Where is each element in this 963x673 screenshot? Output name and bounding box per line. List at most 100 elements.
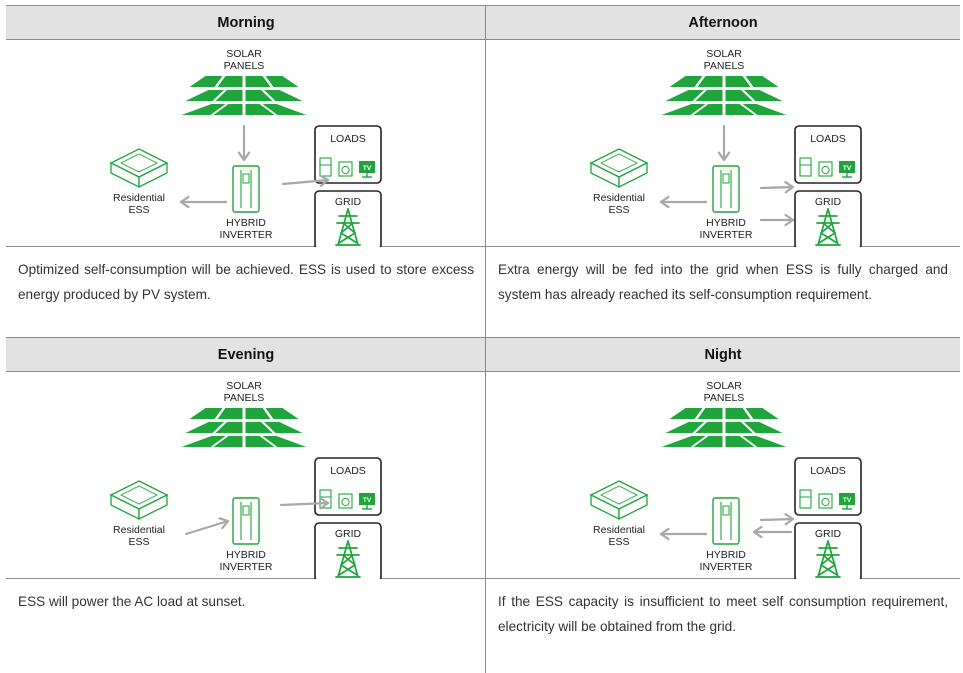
grid-label: GRID [815,528,842,540]
arrow-inverter-to-loads-head [784,181,795,194]
inverter-label-line1: HYBRID [706,549,746,561]
solar-cell [245,104,275,115]
tower-brace-d [338,564,356,576]
solar-cell [185,422,224,433]
tower-leg-left [817,208,829,246]
fridge-icon [799,489,812,509]
washing-machine-icon [338,493,353,509]
inverter-display [722,173,730,184]
inverter-body [712,165,740,213]
arrow-inverter-to-loads-shaft [279,501,330,507]
washing-machine-icon [338,161,353,177]
grid-label: GRID [815,196,842,208]
tower-brace-c [340,232,358,244]
hybrid-inverter-icon [232,497,260,545]
description-morning-text: Optimized self-consumption will be achie… [18,262,474,302]
inverter-label-line2: INVERTER [220,229,273,241]
tower-leg-left [337,540,349,578]
diagram-morning-svg: SOLARPANELSResidentialESSHYBRIDINVERTERL… [109,48,382,250]
tv-screen [359,161,375,173]
solar-cell [725,422,753,433]
solar-cell [245,90,273,101]
ess-label-line2: ESS [128,536,149,548]
transmission-tower-icon [815,208,841,246]
solar-label-line2: PANELS [704,60,745,72]
arrow-inverter-to-loads [759,513,795,526]
solar-cell [693,436,723,447]
grid-box: GRID [794,522,862,582]
header-evening: Evening [6,337,486,372]
ess-label-line2: ESS [128,204,149,216]
solar-cell [693,104,723,115]
residential-ess-icon [109,148,169,189]
solar-cell [661,436,706,447]
ess-right-face [138,161,168,189]
solar-cell [189,408,223,419]
arrow-solar-to-inverter-head [237,151,251,162]
arrow-solar-to-inverter-head [717,151,731,162]
tower-brace-a [822,554,836,566]
arrow-solar-to-inverter [237,124,251,162]
inverter-label-line2: INVERTER [220,561,273,573]
solar-label-line2: PANELS [704,392,745,404]
solar-label-line2: PANELS [224,392,265,404]
washing-machine-icon [818,161,833,177]
solar-cell [661,104,706,115]
arrow-ess-to-inverter-head [218,517,230,530]
description-evening: ESS will power the AC load at sunset. [6,579,486,673]
header-morning: Morning [6,5,486,40]
solar-cell [695,90,723,101]
inverter-display [242,505,250,516]
tv-label: TV [843,165,852,172]
tower-leg-right [347,540,359,578]
solar-cell [213,436,243,447]
ess-label-line1: Residential [113,524,165,536]
tower-brace-b [340,222,354,234]
solar-cell [745,76,779,87]
solar-cell [669,76,703,87]
solar-cell [725,436,755,447]
arrow-inverter-to-loads-head [319,497,330,510]
ess-label-line1: Residential [113,192,165,204]
tv-label: TV [363,497,372,504]
tower-brace-c [820,564,838,576]
solar-cell [725,90,753,101]
header-evening-label: Evening [217,346,275,363]
tv-screen [839,161,855,173]
inverter-label-line2: INVERTER [700,229,753,241]
arrow-inverter-to-loads [279,497,330,510]
residential-ess-icon [109,480,169,521]
washing-machine-icon [818,493,833,509]
arrow-inverter-to-ess-head [659,195,670,209]
solar-cell [665,90,704,101]
solar-cell [697,76,723,87]
arrow-inverter-to-grid [759,213,795,227]
tower-brace-c [340,564,358,576]
transmission-tower-icon [335,540,361,578]
tower-leg-left [817,540,829,578]
loads-label: LOADS [810,133,846,145]
diagram-afternoon-svg: SOLARPANELSResidentialESSHYBRIDINVERTERL… [589,48,862,250]
solar-cell [181,436,226,447]
solar-cell [245,422,273,433]
arrow-inverter-to-loads-head [784,513,795,526]
loads-label: LOADS [810,465,846,477]
arrow-inverter-to-loads-head [319,174,330,187]
loads-box: LOADS TV [794,125,862,184]
transmission-tower-icon [335,208,361,246]
tv-label: TV [843,497,852,504]
tower-brace-b [820,554,834,566]
tv-screen [839,493,855,505]
tv-icon: TV [839,161,855,178]
washer-drum [341,497,350,507]
washer-drum [821,497,830,507]
diagram-night-svg: SOLARPANELSResidentialESSHYBRIDINVERTERL… [589,380,862,582]
